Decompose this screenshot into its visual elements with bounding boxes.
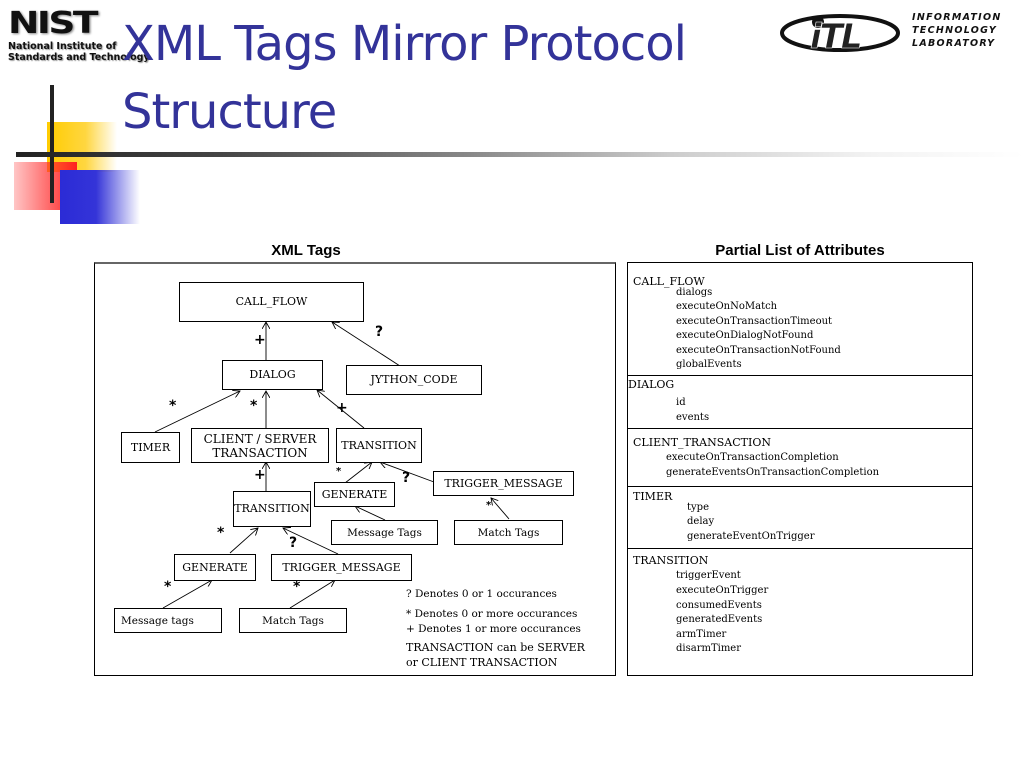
attr-item: triggerEvent bbox=[676, 570, 741, 581]
attr-item: globalEvents bbox=[676, 359, 742, 370]
node-dialog-message-tags: Message Tags bbox=[331, 520, 438, 545]
cardinality-question-txn-trigger: ? bbox=[289, 535, 298, 551]
itl-line1: INFORMATION bbox=[912, 12, 1002, 23]
node-transaction-label: TRANSACTION bbox=[212, 445, 308, 460]
decorative-vertical-line bbox=[50, 85, 54, 203]
cardinality-star-txn-generate: * bbox=[217, 525, 225, 541]
attr-section-client-transaction: CLIENT_TRANSACTION executeOnTransactionC… bbox=[628, 429, 972, 487]
node-dialog-generate: GENERATE bbox=[314, 482, 395, 507]
attr-section-transition: TRANSITION triggerEvent executeOnTrigger… bbox=[628, 549, 972, 675]
attr-item: executeOnDialogNotFound bbox=[676, 330, 814, 341]
cardinality-star-timer: * bbox=[169, 398, 177, 414]
attr-item: consumedEvents bbox=[676, 600, 762, 611]
node-call-flow: CALL_FLOW bbox=[179, 282, 364, 322]
attr-item: executeOnNoMatch bbox=[676, 301, 778, 312]
nist-wordmark: NIST bbox=[8, 6, 98, 41]
edge-txn-message-tags-to-generate bbox=[162, 580, 212, 609]
attr-section-call-flow: CALL_FLOW dialogs executeOnNoMatch execu… bbox=[628, 263, 972, 376]
cardinality-star-txn-match-tags: * bbox=[293, 579, 301, 595]
node-client-server-label: CLIENT / SERVER bbox=[203, 431, 317, 446]
attr-section-title: TIMER bbox=[633, 490, 673, 503]
cardinality-plus-txn-transition: + bbox=[254, 467, 266, 483]
nist-logo: NIST National Institute of Standards and… bbox=[4, 4, 164, 64]
cardinality-star-generate: * bbox=[336, 466, 342, 477]
nist-subtitle-line1: National Institute of bbox=[8, 41, 117, 52]
attr-item: executeOnTransactionTimeout bbox=[676, 316, 833, 327]
node-txn-transition: TRANSITION bbox=[233, 491, 311, 527]
attr-item: events bbox=[676, 412, 710, 423]
attr-item: executeOnTransactionNotFound bbox=[676, 345, 841, 356]
node-txn-trigger-message: TRIGGER_MESSAGE bbox=[271, 554, 412, 581]
attr-section-dialog: DIALOG id events bbox=[628, 376, 972, 429]
attr-item: id bbox=[676, 397, 686, 408]
attr-section-title: CLIENT_TRANSACTION bbox=[633, 436, 771, 449]
attr-item: delay bbox=[687, 516, 715, 527]
cardinality-star-match-tags: * bbox=[486, 500, 492, 511]
page-title-line2: Structure bbox=[122, 84, 337, 140]
xml-tags-diagram-panel bbox=[94, 262, 616, 676]
edge-match-tags-to-trigger bbox=[491, 498, 510, 520]
node-dialog-match-tags: Match Tags bbox=[454, 520, 563, 545]
attr-item: type bbox=[687, 502, 709, 513]
cardinality-star-transaction: * bbox=[250, 398, 258, 414]
page-title: XML Tags Mirror Protocol Structure bbox=[122, 10, 772, 146]
node-dialog-transition: TRANSITION bbox=[336, 428, 422, 463]
nist-subtitle: National Institute of Standards and Tech… bbox=[8, 41, 150, 63]
attr-section-timer: TIMER type delay generateEventOnTrigger bbox=[628, 487, 972, 549]
transaction-note-line1: TRANSACTION can be SERVER bbox=[406, 641, 585, 654]
edge-txn-generate-to-transition bbox=[229, 528, 258, 554]
attr-item: generateEventsOnTransactionCompletion bbox=[666, 467, 880, 478]
itl-line3: LABORATORY bbox=[912, 38, 996, 49]
itl-wordmark: INFORMATION TECHNOLOGY LABORATORY bbox=[912, 11, 1002, 50]
edge-trigger-to-transition bbox=[380, 462, 435, 483]
decorative-blue-square bbox=[60, 170, 140, 224]
attr-section-title: CALL_FLOW bbox=[633, 275, 705, 288]
edge-txn-trigger-to-transition bbox=[283, 528, 339, 555]
cardinality-plus-transition: + bbox=[336, 400, 348, 416]
attr-section-title: TRANSITION bbox=[633, 554, 709, 567]
xml-tags-heading: XML Tags bbox=[271, 242, 341, 259]
attr-item: dialogs bbox=[676, 287, 713, 298]
attr-item: executeOnTrigger bbox=[676, 585, 769, 596]
itl-line2: TECHNOLOGY bbox=[912, 25, 998, 36]
transaction-note-line2: or CLIENT TRANSACTION bbox=[406, 656, 558, 669]
attributes-panel: CALL_FLOW dialogs executeOnNoMatch execu… bbox=[627, 262, 973, 676]
cardinality-plus-dialog: + bbox=[254, 332, 266, 348]
edge-generate-to-transition bbox=[344, 462, 372, 484]
itl-logo: iTL bbox=[778, 6, 1018, 58]
node-txn-message-tags: Message tags bbox=[114, 608, 222, 633]
attr-item: generateEventOnTrigger bbox=[687, 531, 815, 542]
cardinality-question-trigger: ? bbox=[402, 470, 411, 486]
nist-subtitle-line2: Standards and Technology bbox=[8, 52, 150, 63]
attributes-heading: Partial List of Attributes bbox=[715, 242, 885, 259]
legend-star: * Denotes 0 or more occurances bbox=[406, 608, 578, 620]
legend-plus: + Denotes 1 or more occurances bbox=[406, 623, 581, 635]
title-underline bbox=[16, 152, 1024, 157]
edge-message-tags-to-generate bbox=[355, 506, 386, 521]
attr-item: disarmTimer bbox=[676, 643, 742, 654]
edge-transition-to-dialog bbox=[317, 390, 365, 429]
node-client-server-transaction: CLIENT / SERVER TRANSACTION bbox=[191, 428, 329, 463]
attr-item: executeOnTransactionCompletion bbox=[666, 452, 839, 463]
attr-item: generatedEvents bbox=[676, 614, 763, 625]
edge-timer-to-dialog bbox=[154, 391, 240, 433]
itl-emblem-icon: iTL bbox=[780, 14, 900, 57]
node-txn-match-tags: Match Tags bbox=[239, 608, 347, 633]
cardinality-star-txn-message-tags: * bbox=[164, 579, 172, 595]
legend-question: ? Denotes 0 or 1 occurances bbox=[406, 588, 557, 600]
itl-mark: iTL bbox=[810, 17, 861, 57]
node-jython-code: JYTHON_CODE bbox=[346, 365, 482, 395]
page-title-line1: XML Tags Mirror Protocol bbox=[122, 16, 687, 72]
attr-section-title: DIALOG bbox=[628, 378, 675, 391]
attr-item: armTimer bbox=[676, 629, 727, 640]
edge-txn-match-tags-to-trigger bbox=[289, 580, 335, 609]
node-txn-generate: GENERATE bbox=[174, 554, 256, 581]
cardinality-question-jython: ? bbox=[375, 324, 384, 340]
edge-jython-to-call-flow bbox=[332, 322, 401, 367]
node-dialog-trigger-message: TRIGGER_MESSAGE bbox=[433, 471, 574, 496]
node-dialog: DIALOG bbox=[222, 360, 323, 390]
node-timer: TIMER bbox=[121, 432, 180, 463]
